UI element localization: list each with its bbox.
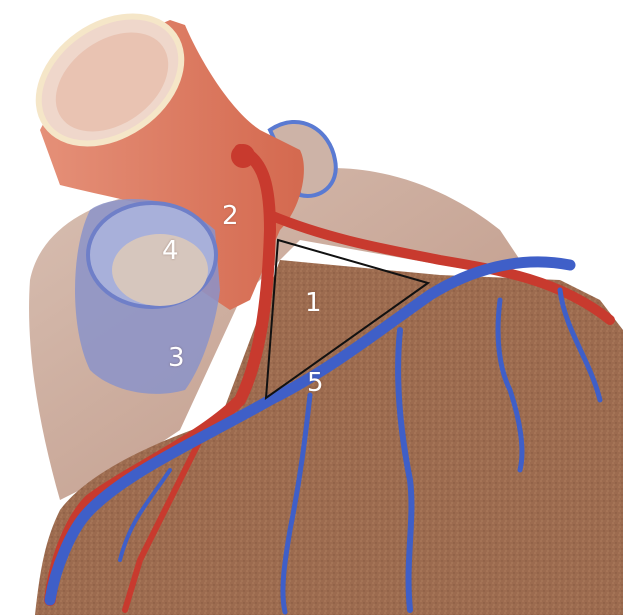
vena-cava-lumen bbox=[112, 234, 208, 306]
label-3: 3 bbox=[168, 345, 185, 371]
label-1: 1 bbox=[305, 290, 322, 316]
label-2: 2 bbox=[222, 203, 239, 229]
label-4: 4 bbox=[162, 238, 179, 264]
artery-origin bbox=[231, 144, 255, 168]
label-5: 5 bbox=[307, 370, 324, 396]
